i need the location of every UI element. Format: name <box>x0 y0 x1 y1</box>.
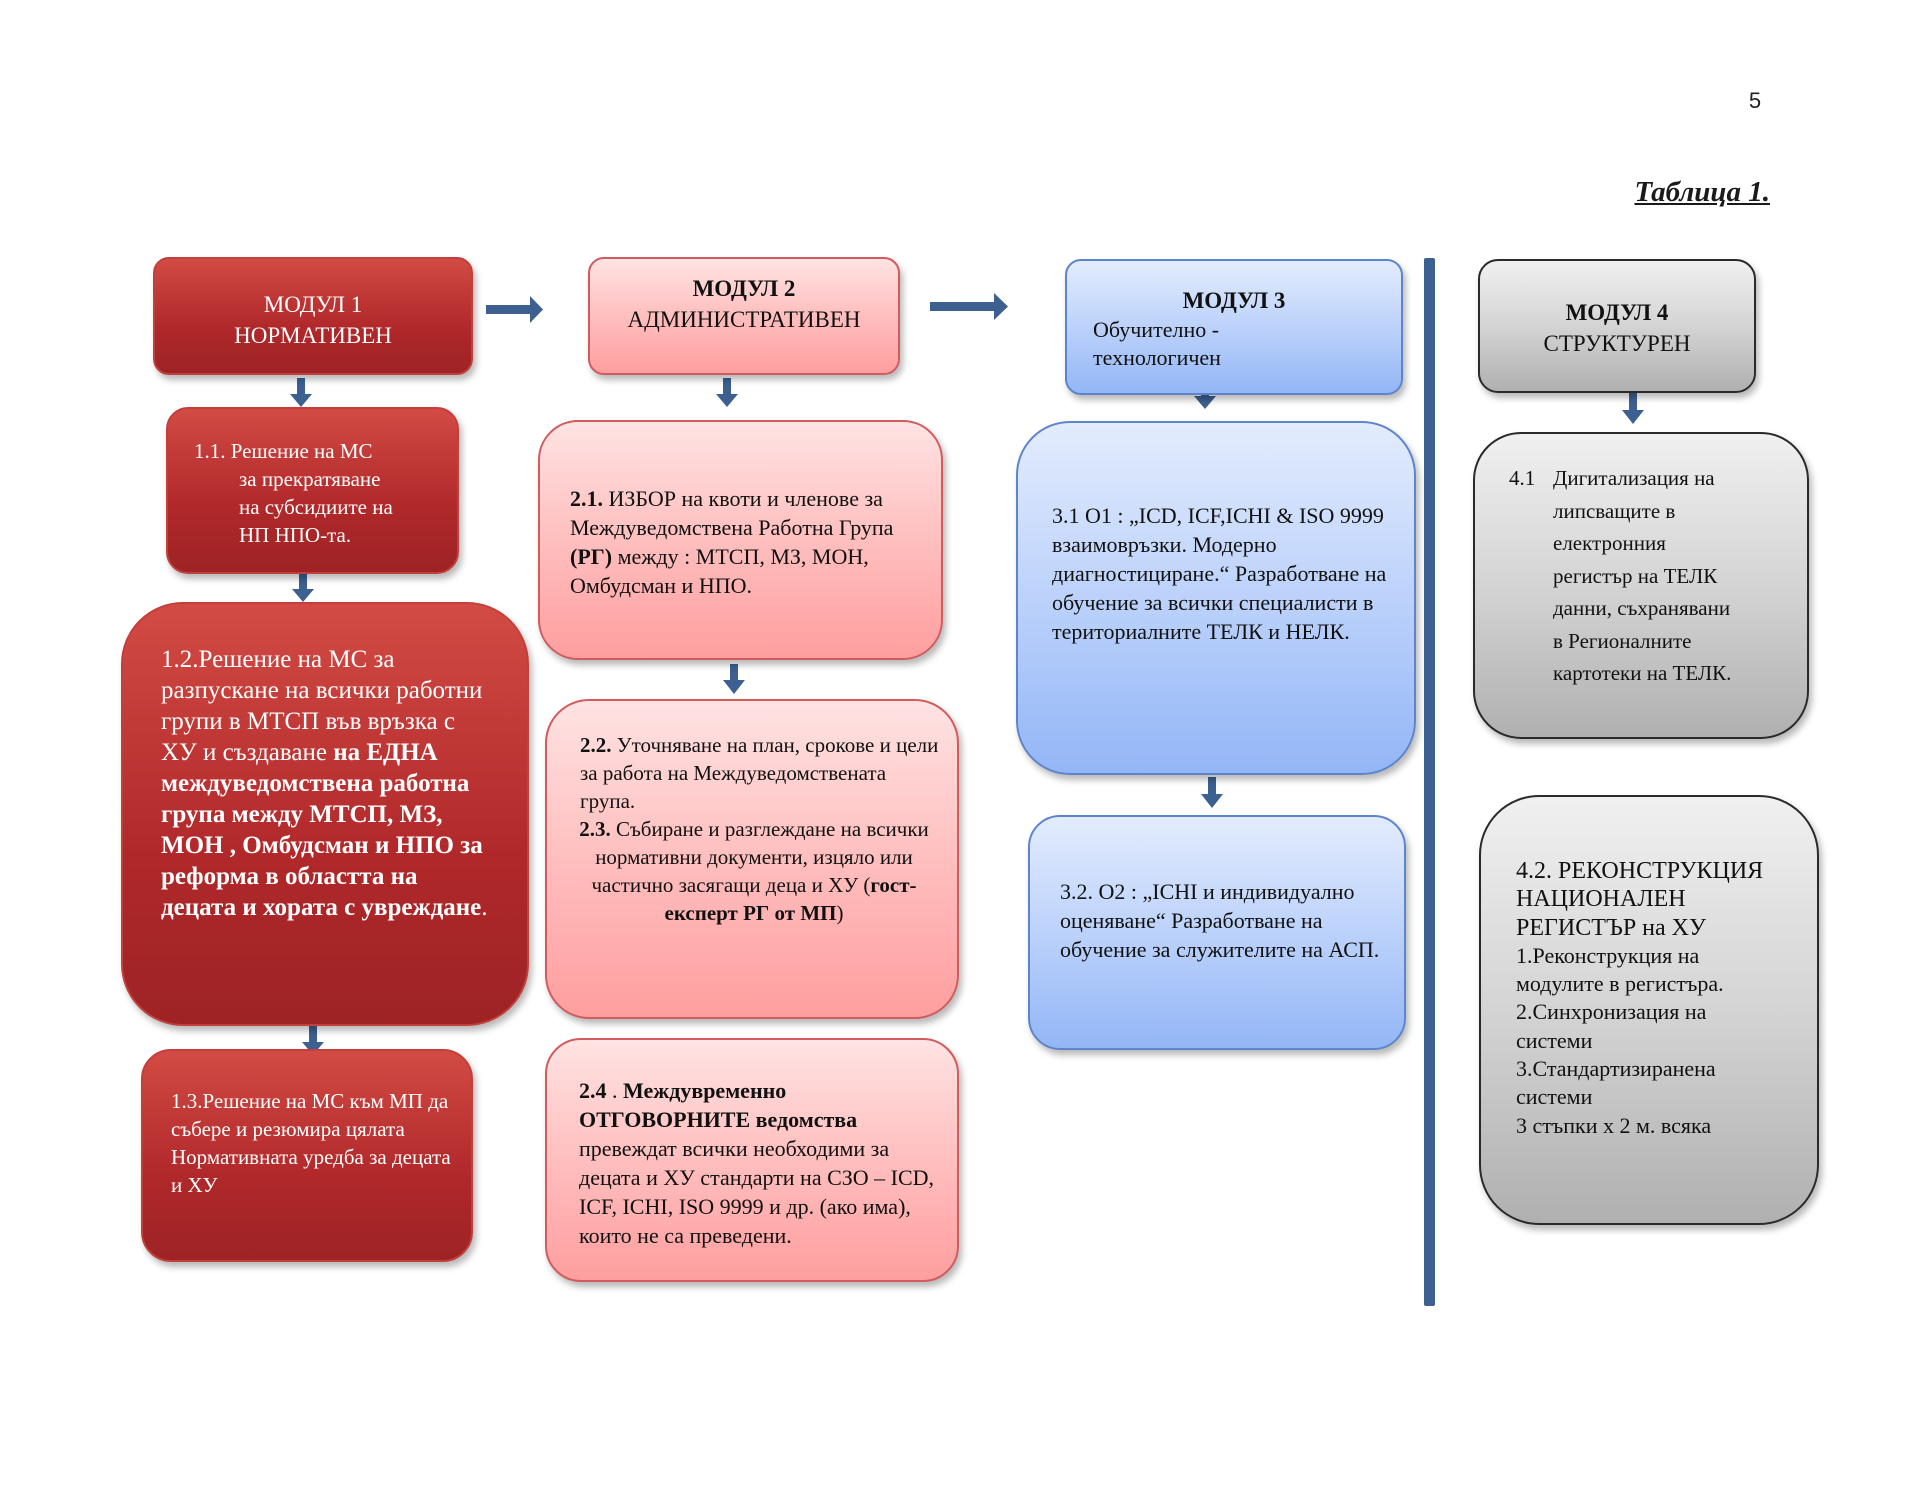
arrow-m1-down-3 <box>302 1026 324 1055</box>
box-4-1: 4.1 Дигитализация на липсващите в електр… <box>1473 432 1809 739</box>
box-2-1-text: 2.1. ИЗБОР на квоти и членове за Междуве… <box>570 484 920 600</box>
box-1-3: 1.3.Решение на МС към МП да събере и рез… <box>141 1049 473 1262</box>
module3-subtitle-1: Обучително - <box>1093 317 1220 342</box>
module1-title: МОДУЛ 1 <box>263 292 363 317</box>
box-2-2-num: 2.2. <box>580 733 612 757</box>
box-4-2-line: 1.Реконструкция на <box>1516 942 1700 968</box>
arrow-m1-down-1 <box>290 378 312 407</box>
box-4-1-line: Дигитализация на <box>1553 466 1715 490</box>
box-1-2-bold: на ЕДНА междуведомствена работна група м… <box>161 739 483 921</box>
box-4-1-line: картотеки на ТЕЛК. <box>1553 661 1732 685</box>
module4-title: МОДУЛ 4 <box>1565 300 1669 325</box>
box-4-1-line: данни, съхранявани <box>1553 596 1731 620</box>
box-2-2-body: Уточняване на план, срокове и цели за ра… <box>580 733 939 813</box>
box-2-2-text: 2.2. Уточняване на план, срокове и цели … <box>580 731 940 815</box>
module1-subtitle: НОРМАТИВЕН <box>234 323 392 348</box>
box-4-2-line: модулите в регистъра. <box>1516 971 1724 997</box>
module3-header: МОДУЛ 3 Обучително - технологичен <box>1065 259 1403 395</box>
box-1-1-line1: 1.1. Решение на МС <box>194 439 373 463</box>
module2-header: МОДУЛ 2 АДМИНИСТРАТИВЕН <box>588 257 900 375</box>
box-2-3-num: 2.3. <box>579 817 611 841</box>
arrow-m4-down-1 <box>1622 393 1644 424</box>
box-4-1-line: в Регионалните <box>1553 628 1692 653</box>
module-divider-line <box>1424 258 1435 1306</box>
module1-header: МОДУЛ 1 НОРМАТИВЕН <box>153 257 473 375</box>
box-4-1-lines: Дигитализация на липсващите в електронни… <box>1553 462 1793 690</box>
box-4-2-line: 2.Синхронизация на <box>1516 999 1707 1025</box>
box-4-2-line: РЕГИСТЪР на ХУ <box>1516 914 1706 941</box>
box-4-2-line: 4.2. РЕКОНСТРУКЦИЯ <box>1516 858 1764 884</box>
module4-subtitle: СТРУКТУРЕН <box>1543 331 1691 356</box>
box-2-4-bold1: Междувременно <box>623 1078 787 1103</box>
box-1-1-line4: НП НПО-та. <box>239 523 352 547</box>
box-2-1-text1: ИЗБОР на квоти и членове за Междуведомст… <box>570 486 894 540</box>
box-2-3-end: ) <box>836 901 844 925</box>
module3-title: МОДУЛ 3 <box>1182 288 1286 313</box>
box-1-2-regular: 1.2.Решение на МС за разпускане на всичк… <box>161 646 483 766</box>
box-2-3-body: Събиране и разглеждане на всички нормати… <box>591 817 929 897</box>
module3-subtitle-2: технологичен <box>1093 345 1221 370</box>
box-1-1-line3: на субсидиите на <box>239 495 393 519</box>
box-2-1-text2: между : МТСП, МЗ, МОН, Омбудсман и НПО. <box>570 544 869 598</box>
table-label: Таблица 1. <box>1634 176 1770 208</box>
arrow-m3-down-2 <box>1201 777 1223 808</box>
arrow-module2-to-module3 <box>930 293 1008 320</box>
box-3-1: 3.1 О1 : „ICD, ICF,ICHI & ISO 9999 взаим… <box>1016 421 1416 775</box>
box-4-1-line: регистър на ТЕЛК <box>1553 563 1718 588</box>
box-4-2-line: 3.Стандартизиранена <box>1516 1056 1716 1082</box>
module4-header: МОДУЛ 4 СТРУКТУРЕН <box>1478 259 1756 393</box>
box-2-1: 2.1. ИЗБОР на квоти и членове за Междуве… <box>538 420 943 660</box>
box-2-4-bold2: ОТГОВОРНИТЕ ведомства <box>579 1107 858 1132</box>
box-1-1-line2: за прекратяване <box>239 467 381 491</box>
box-2-4-mid: . <box>606 1078 623 1103</box>
box-2-4-num: 2.4 <box>579 1078 607 1103</box>
box-4-2: 4.2. РЕКОНСТРУКЦИЯ НАЦИОНАЛЕН РЕГИСТЪР н… <box>1479 795 1819 1225</box>
page-number: 5 <box>1748 88 1762 113</box>
box-1-3-text: 1.3.Решение на МС към МП да събере и рез… <box>171 1089 451 1197</box>
box-2-1-num: 2.1. <box>570 486 603 511</box>
box-4-2-text: 4.2. РЕКОНСТРУКЦИЯ НАЦИОНАЛЕН РЕГИСТЪР н… <box>1516 857 1806 1140</box>
box-3-1-text: 3.1 О1 : „ICD, ICF,ICHI & ISO 9999 взаим… <box>1052 503 1387 644</box>
box-2-2-2-3: 2.2. Уточняване на план, срокове и цели … <box>545 699 959 1019</box>
box-4-1-line: електронния <box>1553 531 1666 555</box>
box-1-2-text: 1.2.Решение на МС за разпускане на всичк… <box>161 644 496 923</box>
arrow-m1-down-2 <box>292 573 314 602</box>
box-3-2-text: 3.2. О2 : „ICHI и индивидуално оценяване… <box>1060 879 1380 962</box>
box-4-1-num: 4.1 <box>1509 466 1536 490</box>
box-2-3-bold: гост- експерт РГ от МП <box>664 873 917 925</box>
box-2-4-body: превеждат всички необходими за децата и … <box>579 1136 935 1248</box>
box-4-2-line: НАЦИОНАЛЕН <box>1516 886 1686 913</box>
box-2-3-text: 2.3. Събиране и разглеждане на всички но… <box>577 815 931 927</box>
box-4-2-line: системи <box>1516 1084 1593 1110</box>
box-3-2: 3.2. О2 : „ICHI и индивидуално оценяване… <box>1028 815 1406 1050</box>
box-4-2-line: 3 стъпки х 2 м. всяка <box>1516 1112 1712 1138</box>
box-1-2: 1.2.Решение на МС за разпускане на всичк… <box>121 602 529 1026</box>
box-4-1-line: липсващите в <box>1553 498 1676 523</box>
box-1-2-end: . <box>481 894 488 921</box>
module2-subtitle: АДМИНИСТРАТИВЕН <box>627 307 861 332</box>
box-1-1: 1.1. Решение на МС за прекратяване на су… <box>166 407 459 574</box>
box-2-1-bold: (РГ) <box>570 544 613 569</box>
arrow-m2-down-1 <box>716 378 738 407</box>
box-4-2-line: системи <box>1516 1027 1593 1053</box>
arrow-module1-to-module2 <box>486 296 543 323</box>
arrow-m2-down-2 <box>723 664 745 694</box>
module2-title: МОДУЛ 2 <box>692 276 796 301</box>
